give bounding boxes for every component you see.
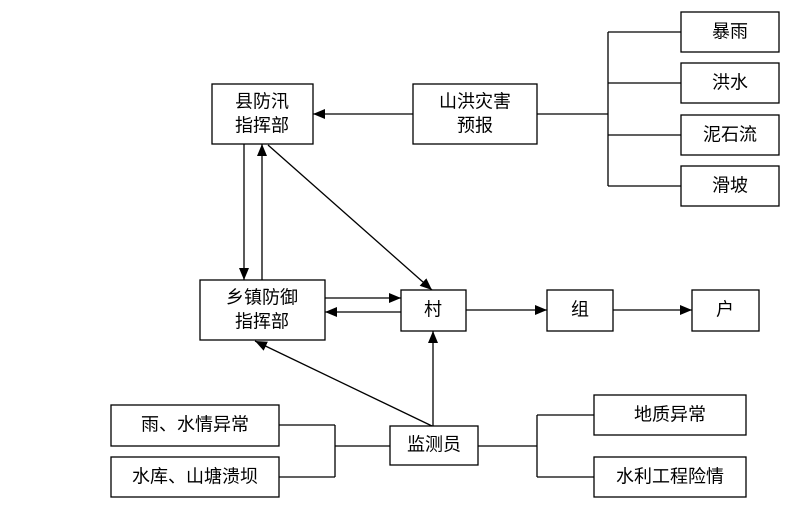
node-village: 村 [400, 289, 467, 332]
node-county-hq-label-line2: 指挥部 [235, 116, 289, 137]
arrow-county-to-village [267, 144, 433, 291]
node-county-hq-label-line1: 县防汛 [235, 92, 289, 113]
node-household: 户 [691, 289, 760, 332]
node-water-project-danger: 水利工程险情 [593, 456, 747, 498]
node-rain-water-anomaly: 雨、水情异常 [110, 404, 280, 447]
node-landslide-label: 滑坡 [712, 176, 748, 197]
node-group: 组 [546, 289, 614, 332]
connector-right-inputs-bracket [478, 414, 594, 478]
node-rain-water-anomaly-label: 雨、水情异常 [141, 415, 249, 436]
node-forecast: 山洪灾害 预报 [412, 83, 538, 145]
node-township-hq: 乡镇防御 指挥部 [199, 279, 326, 341]
node-county-hq: 县防汛 指挥部 [211, 83, 314, 145]
node-geology-anomaly: 地质异常 [593, 394, 747, 436]
connector-hazards-bracket [537, 31, 681, 187]
node-rainstorm-label: 暴雨 [712, 22, 748, 43]
node-flood-label: 洪水 [712, 73, 748, 94]
node-household-label: 户 [716, 300, 734, 321]
node-group-label: 组 [571, 300, 589, 321]
node-monitor-label: 监测员 [407, 435, 461, 456]
connector-left-inputs-bracket [279, 424, 390, 478]
node-debris-flow: 泥石流 [680, 114, 780, 156]
node-rainstorm: 暴雨 [680, 11, 780, 53]
node-debris-flow-label: 泥石流 [703, 125, 757, 146]
node-landslide: 滑坡 [680, 165, 780, 207]
node-forecast-label-line2: 预报 [457, 116, 493, 137]
node-monitor: 监测员 [389, 425, 479, 466]
node-reservoir-dam-break-label: 水库、山塘溃坝 [132, 467, 258, 488]
node-township-hq-label-line1: 乡镇防御 [226, 288, 298, 309]
node-village-label: 村 [424, 300, 442, 321]
node-flood: 洪水 [680, 62, 780, 104]
node-geology-anomaly-label: 地质异常 [634, 405, 706, 426]
node-forecast-label-line1: 山洪灾害 [439, 92, 511, 113]
node-township-hq-label-line2: 指挥部 [235, 312, 289, 333]
node-water-project-danger-label: 水利工程险情 [616, 467, 724, 488]
arrow-monitor-to-township [254, 340, 433, 427]
node-reservoir-dam-break: 水库、山塘溃坝 [110, 456, 280, 498]
